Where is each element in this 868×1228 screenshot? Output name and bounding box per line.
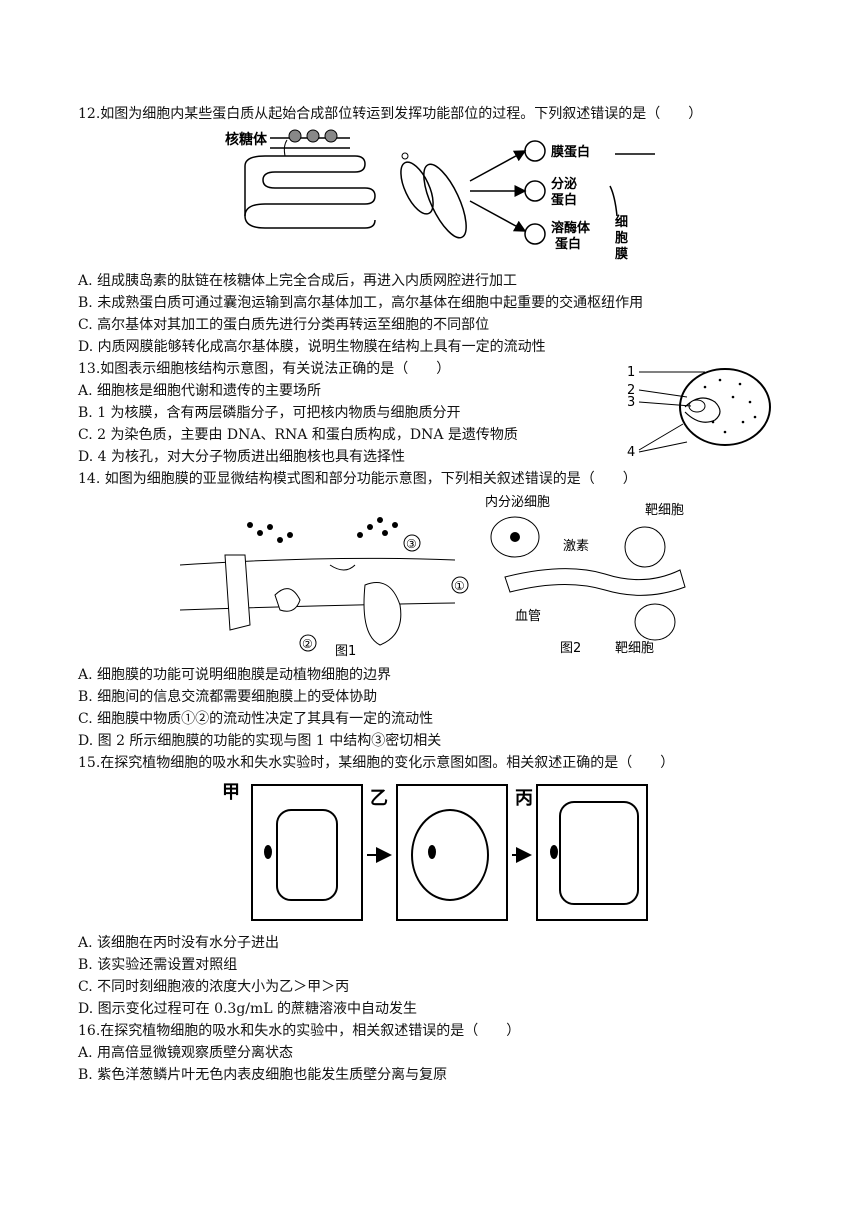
q15-figure: 甲 乙 丙 (222, 780, 652, 925)
label-lysosome-2: 蛋白 (555, 236, 581, 252)
label-secreted-2: 蛋白 (551, 192, 577, 208)
q14-option-b: B. 细胞间的信息交流都需要细胞膜上的受体协助 (78, 689, 378, 705)
label-membrane-protein: 膜蛋白 (551, 144, 590, 160)
figure-1-label: 图1 (335, 644, 356, 659)
q14-stem: 14. 如图为细胞膜的亚显微结构模式图和部分功能示意图，下列相关叙述错误的是（ … (78, 471, 637, 487)
label-jia: 甲 (222, 782, 240, 803)
cell-membrane-diagram: ③ ① ② 图1 (179, 517, 469, 659)
label-1: 1 (627, 365, 635, 380)
mark-2: ② (302, 637, 313, 651)
q14-option-d: D. 图 2 所示细胞膜的功能的实现与图 1 中结构③密切相关 (78, 733, 442, 749)
label-cell-membrane-2: 胞 (614, 230, 628, 246)
label-cell-membrane-3: 膜 (615, 246, 628, 262)
mark-3: ③ (406, 537, 417, 551)
q14-option-a: A. 细胞膜的功能可说明细胞膜是动植物细胞的边界 (78, 667, 392, 683)
label-hormone: 激素 (563, 539, 589, 554)
q12-option-c: C. 高尔基体对其加工的蛋白质先进行分类再转运至细胞的不同部位 (78, 317, 490, 333)
q16-option-b: B. 紫色洋葱鳞片叶无色内表皮细胞也能发生质壁分离与复原 (78, 1067, 448, 1083)
q12-option-d: D. 内质网膜能够转化成高尔基体膜，说明生物膜在结构上具有一定的流动性 (78, 339, 546, 355)
q15-option-c: C. 不同时刻细胞液的浓度大小为乙＞甲＞丙 (78, 979, 350, 995)
label-bing: 丙 (515, 788, 533, 809)
q14-figure-2: 内分泌细胞 激素 靶细胞 血管 图2 靶细胞 (485, 492, 695, 662)
q12-stem: 12.如图为细胞内某些蛋白质从起始合成部位转运到发挥功能部位的过程。下列叙述错误… (78, 106, 703, 122)
q13-option-a: A. 细胞核是细胞代谢和遗传的主要场所 (78, 383, 322, 399)
q13-figure: 1 2 3 4 (625, 362, 775, 462)
q13-option-b: B. 1 为核膜，含有两层磷脂分子，可把核内物质与细胞质分开 (78, 405, 461, 421)
q12-option-b: B. 未成熟蛋白质可通过囊泡运输到高尔基体加工，高尔基体在细胞中起重要的交通枢纽… (78, 295, 644, 311)
q13-stem: 13.如图表示细胞核结构示意图，有关说法正确的是（ ） (78, 361, 451, 377)
q15-option-d: D. 图示变化过程可在 0.3g/mL 的蔗糖溶液中自动发生 (78, 1001, 418, 1017)
label-endocrine-cell: 内分泌细胞 (485, 494, 550, 510)
q15-stem: 15.在探究植物细胞的吸水和失水实验时，某细胞的变化示意图如图。相关叙述正确的是… (78, 755, 675, 771)
label-secreted-1: 分泌 (551, 176, 577, 192)
q12-figure: 核糖体 膜蛋白 分泌 蛋白 溶酶体 蛋白 细 胞 膜 (225, 126, 655, 266)
protein-transport-diagram: 核糖体 膜蛋白 分泌 蛋白 溶酶体 蛋白 细 胞 膜 (225, 129, 655, 262)
cell-signaling-diagram: 内分泌细胞 激素 靶细胞 血管 图2 靶细胞 (485, 494, 686, 656)
label-2: 2 (627, 383, 635, 398)
label-lysosome-1: 溶酶体 (551, 220, 591, 236)
q14-figure-1: ③ ① ② 图1 (179, 515, 480, 665)
mark-1: ① (454, 579, 465, 593)
q15-option-a: A. 该细胞在丙时没有水分子进出 (78, 935, 280, 951)
plasmolysis-diagram: 甲 乙 丙 (222, 782, 648, 921)
q15-option-b: B. 该实验还需设置对照组 (78, 957, 238, 973)
q14-option-c: C. 细胞膜中物质①②的流动性决定了其具有一定的流动性 (78, 711, 434, 727)
label-target-cell-bottom: 靶细胞 (615, 641, 654, 656)
label-4: 4 (627, 445, 635, 460)
q12-option-a: A. 组成胰岛素的肽链在核糖体上完全合成后，再进入内质网腔进行加工 (78, 273, 518, 289)
label-yi: 乙 (370, 788, 388, 809)
q13-option-c: C. 2 为染色质，主要由 DNA、RNA 和蛋白质构成，DNA 是遗传物质 (78, 427, 518, 443)
label-ribosome: 核糖体 (225, 131, 268, 148)
label-3: 3 (627, 395, 635, 410)
q16-stem: 16.在探究植物细胞的吸水和失水的实验中，相关叙述错误的是（ ） (78, 1023, 521, 1039)
q13-option-d: D. 4 为核孔，对大分子物质进出细胞核也具有选择性 (78, 449, 405, 465)
q16-option-a: A. 用高倍显微镜观察质壁分离状态 (78, 1045, 294, 1061)
label-target-cell-top: 靶细胞 (645, 503, 684, 518)
label-cell-membrane-1: 细 (615, 214, 628, 230)
figure-2-label: 图2 (560, 641, 581, 656)
label-blood-vessel: 血管 (515, 609, 541, 624)
nucleus-diagram: 1 2 3 4 (627, 365, 771, 460)
